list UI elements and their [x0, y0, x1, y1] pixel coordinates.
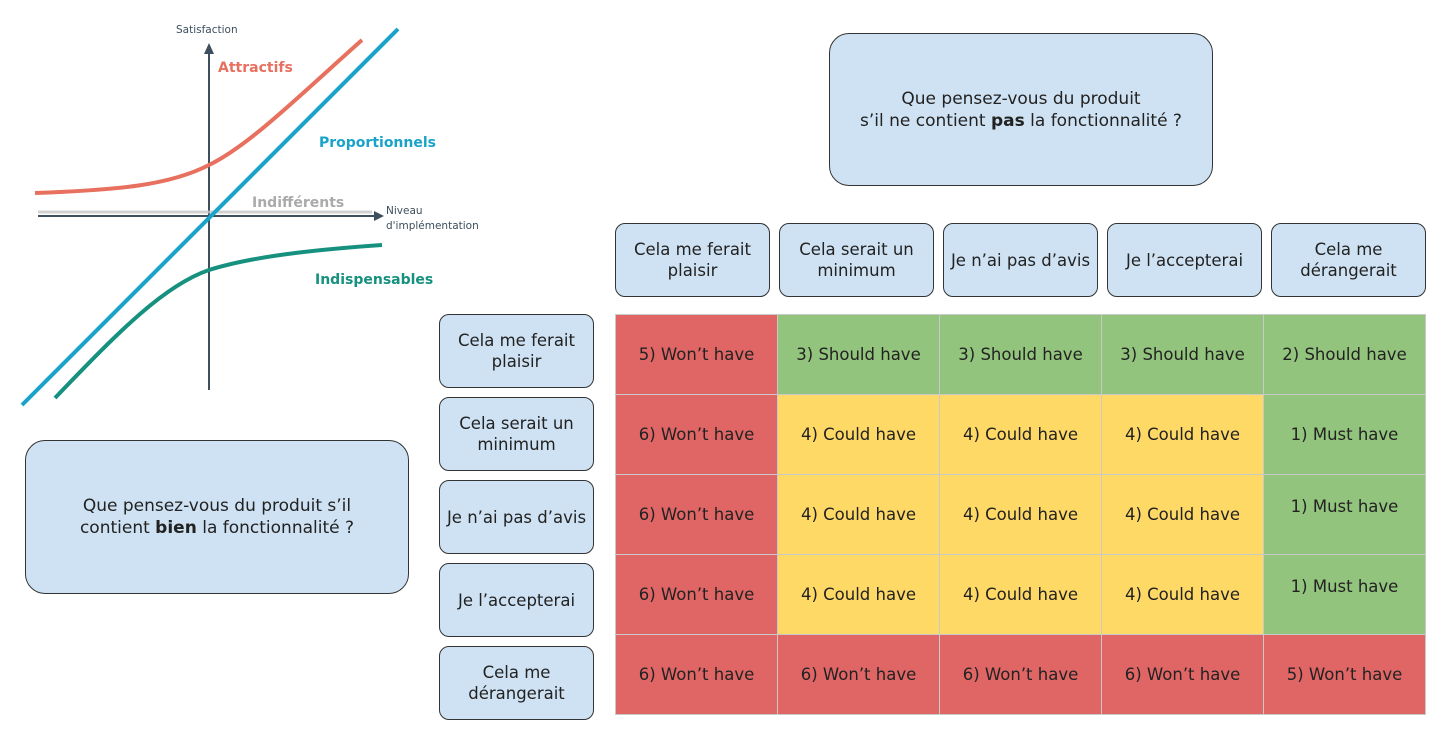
matrix-cell: 4) Could have: [777, 554, 940, 635]
attractifs-label: Attractifs: [218, 60, 293, 76]
indispensables-label: Indispensables: [315, 272, 433, 288]
matrix-cell: 1) Must have: [1263, 554, 1426, 635]
row-header-accepterai: Je l’accepterai: [439, 563, 594, 637]
matrix-cell: 1) Must have: [1263, 474, 1426, 555]
matrix-cell: 4) Could have: [939, 394, 1102, 475]
matrix-cell: 1) Must have: [1263, 394, 1426, 475]
matrix-row: 6) Won’t have 4) Could have 4) Could hav…: [615, 474, 1426, 555]
matrix-cell: 4) Could have: [1101, 474, 1264, 555]
kano-diagram: Satisfaction Niveau d'implémentation Att…: [20, 24, 479, 407]
matrix-cell: 6) Won’t have: [615, 554, 778, 635]
matrix-cell: 6) Won’t have: [615, 634, 778, 715]
row-header-sans-avis: Je n’ai pas d’avis: [439, 480, 594, 554]
y-axis-label: Satisfaction: [176, 24, 238, 36]
matrix-cell: 4) Could have: [939, 554, 1102, 635]
moscow-matrix: 5) Won’t have 3) Should have 3) Should h…: [615, 314, 1426, 715]
question-absent-line1: Que pensez-vous du produit: [901, 88, 1141, 109]
matrix-cell: 3) Should have: [939, 314, 1102, 395]
proportionnels-label: Proportionnels: [319, 135, 436, 151]
row-header-derangerait: Cela me dérangerait: [439, 646, 594, 720]
x-axis-label-line1: Niveau: [386, 205, 423, 217]
matrix-row: 5) Won’t have 3) Should have 3) Should h…: [615, 314, 1426, 395]
matrix-cell: 6) Won’t have: [777, 634, 940, 715]
proportionnels-curve: [20, 27, 400, 407]
matrix-cell: 6) Won’t have: [615, 394, 778, 475]
question-present-line2: contient bien la fonctionnalité ?: [79, 518, 355, 538]
matrix-cell: 5) Won’t have: [615, 314, 778, 395]
x-axis-label-line2: d'implémentation: [386, 220, 479, 232]
col-header-minimum: Cela serait un minimum: [779, 223, 934, 297]
matrix-cell: 4) Could have: [777, 394, 940, 475]
matrix-cell: 4) Could have: [939, 474, 1102, 555]
question-present-line1: Que pensez-vous du produit s’il: [82, 496, 352, 516]
matrix-row: 6) Won’t have 4) Could have 4) Could hav…: [615, 394, 1426, 475]
y-axis-arrow-icon: [204, 43, 214, 54]
col-header-sans-avis: Je n’ai pas d’avis: [943, 223, 1098, 297]
indifferents-label: Indifférents: [252, 195, 344, 211]
row-header-plaisir: Cela me ferait plaisir: [439, 314, 594, 388]
matrix-cell: 3) Should have: [1101, 314, 1264, 395]
matrix-row: 6) Won’t have 4) Could have 4) Could hav…: [615, 554, 1426, 635]
attractifs-curve: [34, 38, 364, 195]
matrix-cell: 4) Could have: [1101, 554, 1264, 635]
question-absent-box: Que pensez-vous du produit s’il ne conti…: [829, 33, 1213, 186]
matrix-cell: 4) Could have: [1101, 394, 1264, 475]
question-present-box: Que pensez-vous du produit s’il contient…: [25, 440, 409, 594]
question-absent-line2: s’il ne contient pas la fonctionnalité ?: [860, 110, 1182, 131]
matrix-cell: 5) Won’t have: [1263, 634, 1426, 715]
indispensables-curve: [53, 243, 383, 400]
matrix-row: 6) Won’t have 6) Won’t have 6) Won’t hav…: [615, 634, 1426, 715]
col-header-plaisir: Cela me ferait plaisir: [615, 223, 770, 297]
matrix-cell: 6) Won’t have: [939, 634, 1102, 715]
matrix-cell: 6) Won’t have: [1101, 634, 1264, 715]
matrix-cell: 3) Should have: [777, 314, 940, 395]
col-header-derangerait: Cela me dérangerait: [1271, 223, 1426, 297]
matrix-cell: 2) Should have: [1263, 314, 1426, 395]
matrix-cell: 6) Won’t have: [615, 474, 778, 555]
x-axis-arrow-icon: [374, 211, 384, 221]
col-header-accepterai: Je l’accepterai: [1107, 223, 1262, 297]
row-header-minimum: Cela serait un minimum: [439, 397, 594, 471]
matrix-cell: 4) Could have: [777, 474, 940, 555]
